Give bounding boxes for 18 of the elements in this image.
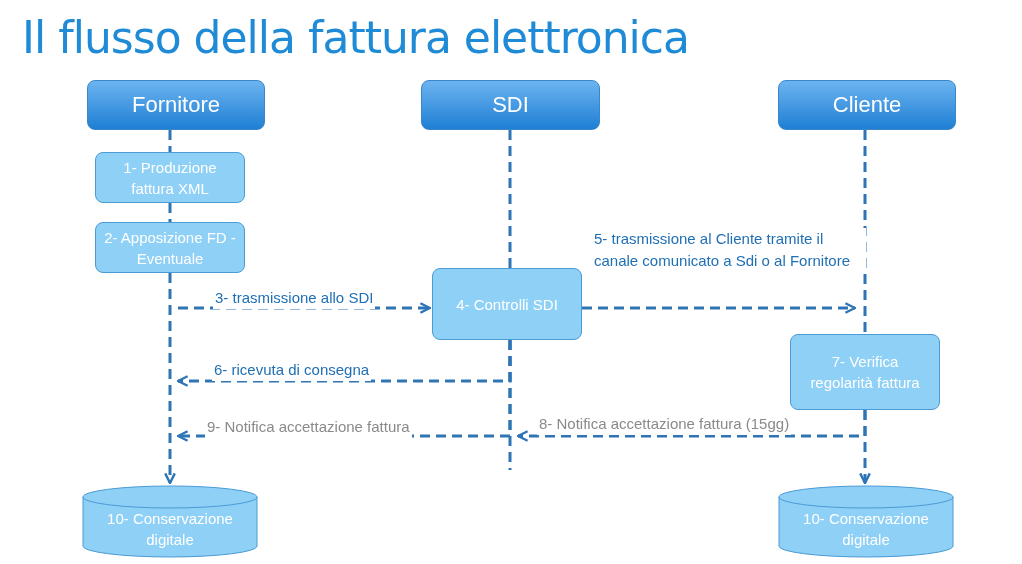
lifeline: [863, 130, 867, 334]
process-box: 2- Apposizione FD - Eventuale: [95, 222, 245, 273]
message-arrow: [582, 302, 857, 314]
lifeline: [508, 130, 512, 268]
lifeline: [168, 203, 172, 222]
process-box: 1- Produzione fattura XML: [95, 152, 245, 203]
actor-box: SDI: [421, 80, 600, 130]
message-arrow: [178, 302, 432, 314]
lifeline: [164, 273, 176, 485]
actor-box: Cliente: [778, 80, 956, 130]
storage-cylinder: 10- Conservazione digitale: [82, 485, 258, 558]
lifeline: [168, 130, 172, 152]
storage-cylinder: 10- Conservazione digitale: [778, 485, 954, 558]
actor-box: Fornitore: [87, 80, 265, 130]
process-box: 4- Controlli SDI: [432, 268, 582, 340]
title: Il flusso della fattura elettronica: [22, 12, 689, 63]
message-arrow: [516, 410, 867, 442]
process-box: 7- Verifica regolarità fattura: [790, 334, 940, 410]
